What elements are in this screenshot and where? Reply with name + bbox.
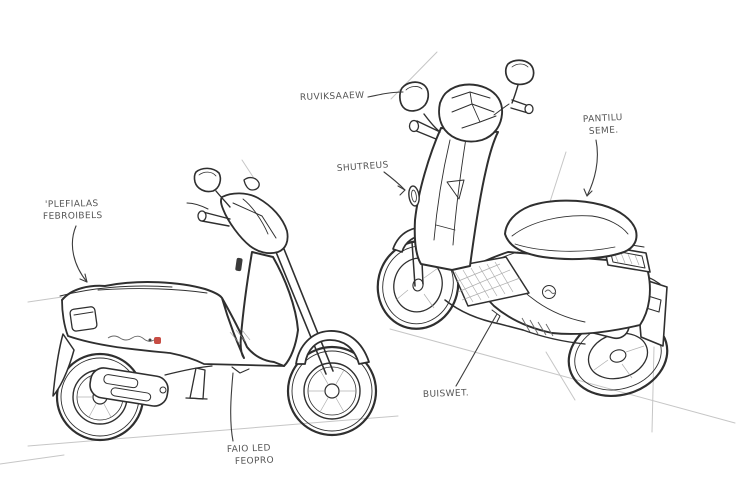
annotation-seat: PANTILU SEME. bbox=[583, 113, 623, 197]
annotation-front-shield-label: SHUTREUS bbox=[337, 160, 390, 174]
left-scooter-front-wheel bbox=[286, 345, 378, 437]
left-scooter-front-fork bbox=[275, 248, 334, 375]
annotation-seat-line2: SEME. bbox=[589, 125, 619, 137]
right-scooter-left-mirror bbox=[399, 81, 441, 133]
left-scooter-center-stand bbox=[185, 367, 208, 400]
left-scooter-brand-decal bbox=[107, 335, 161, 344]
left-scooter-headlight-cowl bbox=[220, 176, 289, 272]
annotation-front-shield: SHUTREUS bbox=[337, 160, 406, 196]
right-scooter-right-mirror bbox=[504, 59, 535, 104]
right-scooter-sketch bbox=[376, 59, 669, 398]
annotation-rear-rack-line1: 'PLEFIALAS bbox=[45, 199, 99, 210]
right-scooter-handlebar-cowl bbox=[438, 83, 504, 143]
annotation-led-line2: FEOPRO bbox=[235, 456, 274, 467]
right-scooter-right-grip bbox=[493, 99, 534, 116]
annotation-rear-rack-line2: FEBROIBELS bbox=[43, 211, 103, 222]
left-scooter-mudflap bbox=[52, 333, 75, 397]
annotation-underbody-label: BUISWET. bbox=[423, 388, 470, 400]
right-scooter-floorboard bbox=[444, 256, 586, 345]
left-scooter-mirror bbox=[193, 167, 231, 208]
annotation-mirror-label: RUVIKSAAEW bbox=[300, 91, 365, 103]
right-scooter-side-badge bbox=[408, 185, 420, 207]
left-scooter-motor-unit bbox=[89, 365, 213, 407]
left-scooter-front-fender bbox=[295, 330, 370, 365]
annotation-seat-line1: PANTILU bbox=[583, 113, 623, 125]
right-scooter-logo-badge bbox=[542, 285, 557, 299]
right-scooter-leg-shield bbox=[408, 127, 499, 271]
left-scooter-handle-grip bbox=[186, 202, 231, 227]
annotation-mirror: RUVIKSAAEW bbox=[300, 91, 404, 103]
left-scooter-reflector bbox=[235, 257, 243, 272]
right-scooter-seat bbox=[504, 199, 638, 261]
left-scooter-body bbox=[59, 251, 299, 374]
annotation-led-line1: FAIO LED bbox=[227, 443, 271, 455]
left-scooter-sketch bbox=[52, 167, 378, 442]
left-scooter-tail-light bbox=[69, 306, 98, 332]
annotation-rear-rack: 'PLEFIALAS FEBROIBELS bbox=[43, 199, 103, 283]
construction-lines bbox=[0, 51, 736, 465]
right-scooter-left-grip bbox=[408, 119, 439, 140]
annotation-led: FAIO LED FEOPRO bbox=[227, 372, 274, 467]
annotation-underbody: BUISWET. bbox=[423, 313, 498, 400]
